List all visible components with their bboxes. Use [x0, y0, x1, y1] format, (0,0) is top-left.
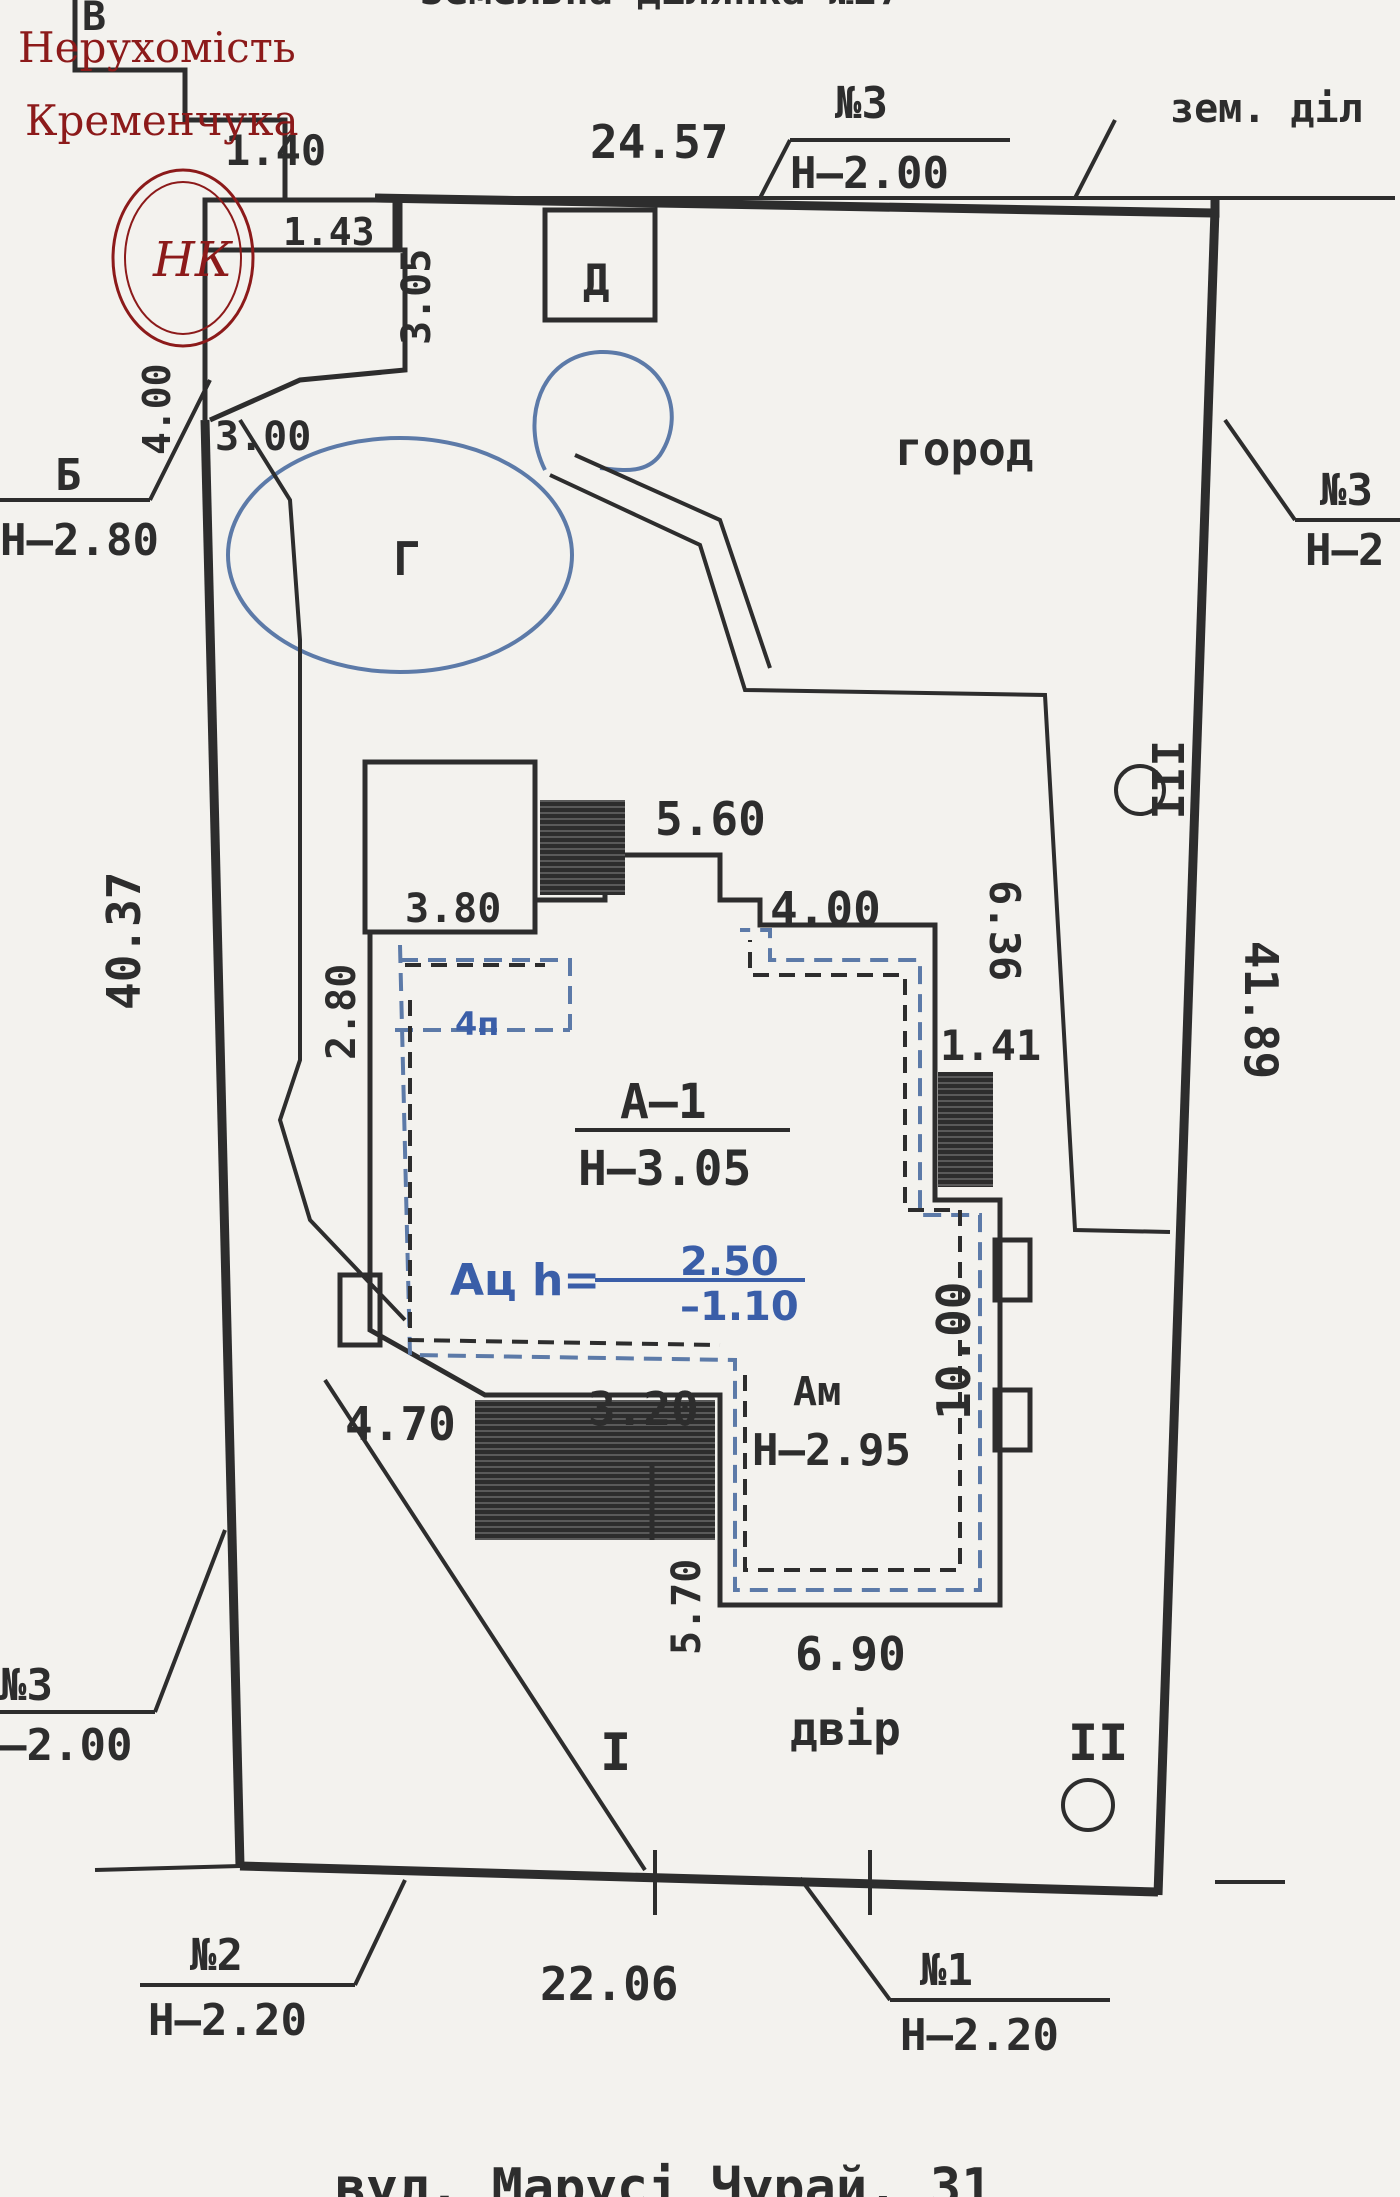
- pool-g: [226, 349, 674, 674]
- basement-bottom: –1.10: [680, 1284, 799, 1330]
- neighbor-v-letter: В: [82, 0, 106, 40]
- svg-text:Н–2.20: Н–2.20: [148, 1995, 307, 2046]
- zone-garden: город: [895, 422, 1033, 476]
- dim-4-00: 4.00: [770, 882, 881, 936]
- address: вул. Марусі Чурай, 31: [335, 2158, 992, 2197]
- ext-h: Н–2.95: [752, 1425, 911, 1476]
- svg-text:Н–2.00: Н–2.00: [790, 148, 949, 199]
- svg-text:зем. діл: зем. діл: [1170, 86, 1363, 132]
- svg-text:№2: №2: [190, 1930, 243, 1981]
- neighbor-top: №3 Н–2.00 зем. діл: [758, 78, 1363, 199]
- extension-lines: [94, 196, 1395, 1915]
- neighbor-bottom-right: №1 Н–2.20: [798, 1876, 1110, 2061]
- watermark-line1: Нерухомість: [18, 23, 296, 72]
- dim-6-90: 6.90: [795, 1627, 906, 1681]
- building-d-label: Д: [583, 255, 610, 306]
- house-main-h: Н–3.05: [578, 1141, 751, 1197]
- svg-text:II: II: [1068, 1714, 1128, 1772]
- stair-bottom: [475, 1400, 715, 1540]
- pool-g-label: Г: [393, 532, 421, 586]
- watermark-line2: Кременчука: [25, 96, 299, 145]
- dim-1-41: 1.41: [940, 1021, 1041, 1070]
- dim-1-43: 1.43: [283, 210, 375, 254]
- dim-1-40: 1.40: [225, 126, 326, 175]
- dim-4-70: 4.70: [345, 1397, 456, 1451]
- zone-roman-1: I: [600, 1723, 631, 1783]
- plot-boundary: [200, 193, 1220, 1897]
- dim-6-36: 6.36: [980, 880, 1029, 981]
- svg-text:–2.00: –2.00: [0, 1720, 132, 1771]
- dim-left-length: 40.37: [97, 872, 151, 1010]
- dim-3-20: 3.20: [588, 1382, 699, 1436]
- neighbor-right: №3 Н–2: [1223, 418, 1400, 576]
- svg-text:№3: №3: [1320, 465, 1373, 516]
- stair-top: [540, 800, 625, 895]
- dim-2-80: 2.80: [319, 964, 365, 1060]
- watermark: Нерухомість Кременчука НК: [18, 23, 299, 348]
- basement-label: Ац h=: [450, 1255, 600, 1306]
- svg-text:№1: №1: [920, 1945, 973, 1996]
- yard-divider: [323, 1378, 647, 1872]
- watermark-seal-letters: НК: [152, 232, 234, 288]
- top-partial-label: Земельна ділянка №27: [420, 0, 902, 14]
- neighbor-bottom-left: №2 Н–2.20: [140, 1879, 407, 2046]
- building-d: [542, 207, 658, 323]
- svg-text:III: III: [1141, 740, 1192, 819]
- svg-text:Н–2.80: Н–2.80: [0, 515, 159, 566]
- watermark-seal: НК: [111, 168, 255, 348]
- neighbor-left: №3 –2.00: [0, 1529, 227, 1771]
- dim-10-00: 10.00: [927, 1282, 981, 1420]
- svg-text:Б: Б: [55, 450, 82, 501]
- dim-4-00-left: 4.00: [135, 363, 179, 455]
- zone-roman-3: III: [1114, 740, 1192, 819]
- dim-5-60: 5.60: [655, 792, 766, 846]
- svg-text:Н–2.20: Н–2.20: [900, 2010, 1059, 2061]
- dim-3-05: 3.05: [394, 249, 440, 345]
- svg-text:Н–2: Н–2: [1305, 525, 1384, 576]
- cellar-label: 4п: [455, 1005, 499, 1043]
- stair-right: [938, 1072, 993, 1187]
- wall-bumps: [337, 1237, 1033, 1540]
- dim-top-length: 24.57: [590, 115, 728, 169]
- dim-right-length: 41.89: [1234, 941, 1288, 1079]
- basement-outline: [395, 928, 982, 1592]
- ext-label: Ам: [793, 1369, 841, 1415]
- garden-path: [238, 418, 1171, 1322]
- svg-text:№3: №3: [0, 1660, 53, 1711]
- basement-top: 2.50: [680, 1239, 779, 1285]
- dim-5-70: 5.70: [664, 1559, 710, 1655]
- dim-bottom-length: 22.06: [540, 1957, 678, 2011]
- house-main-label: А–1: [620, 1074, 707, 1130]
- neighbor-left-b: Б Н–2.80: [0, 379, 212, 566]
- zone-yard: двір: [790, 1702, 901, 1756]
- svg-text:№3: №3: [835, 78, 888, 129]
- dim-3-80: 3.80: [405, 886, 501, 932]
- building-v-outline: [72, 0, 408, 423]
- cellar-outline: [405, 940, 962, 1572]
- zone-roman-2: II: [1061, 1714, 1128, 1832]
- dim-3-00: 3.00: [215, 414, 311, 460]
